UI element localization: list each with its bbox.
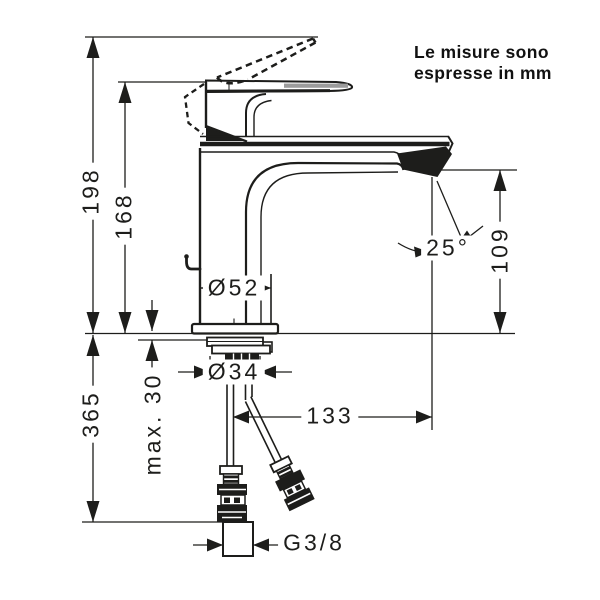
unit-note: Le misure sono espresse in mm (414, 42, 552, 84)
handle-lever (205, 79, 354, 94)
dim-deck-thickness: max. 30 (140, 367, 166, 481)
dim-outlet-height: 109 (487, 221, 513, 279)
handle-inlay (284, 83, 348, 88)
handle-raised-dashed (216, 37, 317, 85)
unit-note-line1: Le misure sono (414, 42, 549, 62)
body-tilted-dashed (183, 83, 205, 135)
dimension-arrows (86, 37, 507, 552)
supply-hose-angled (244, 396, 315, 512)
aerator-outlet (397, 146, 452, 177)
dim-outlet-angle: 25° (421, 235, 475, 261)
dim-connection-thread: G3/8 (278, 530, 350, 556)
dim-hole-diameter: Ø34 (202, 359, 266, 385)
reference-lines (82, 36, 517, 523)
dim-total-height: 198 (78, 162, 104, 220)
dim-hose-length: 365 (78, 385, 104, 443)
dim-body-diameter: Ø52 (202, 275, 266, 301)
dim-height-to-spout: 168 (111, 187, 137, 245)
supply-hose-straight (217, 465, 254, 557)
dim-spout-reach: 133 (301, 403, 359, 429)
faucet-outline (183, 37, 454, 335)
g38-connector (222, 521, 254, 557)
popup-rod-lever (185, 256, 202, 271)
unit-note-line2: espresse in mm (414, 63, 552, 83)
under-counter-assembly (206, 336, 315, 557)
